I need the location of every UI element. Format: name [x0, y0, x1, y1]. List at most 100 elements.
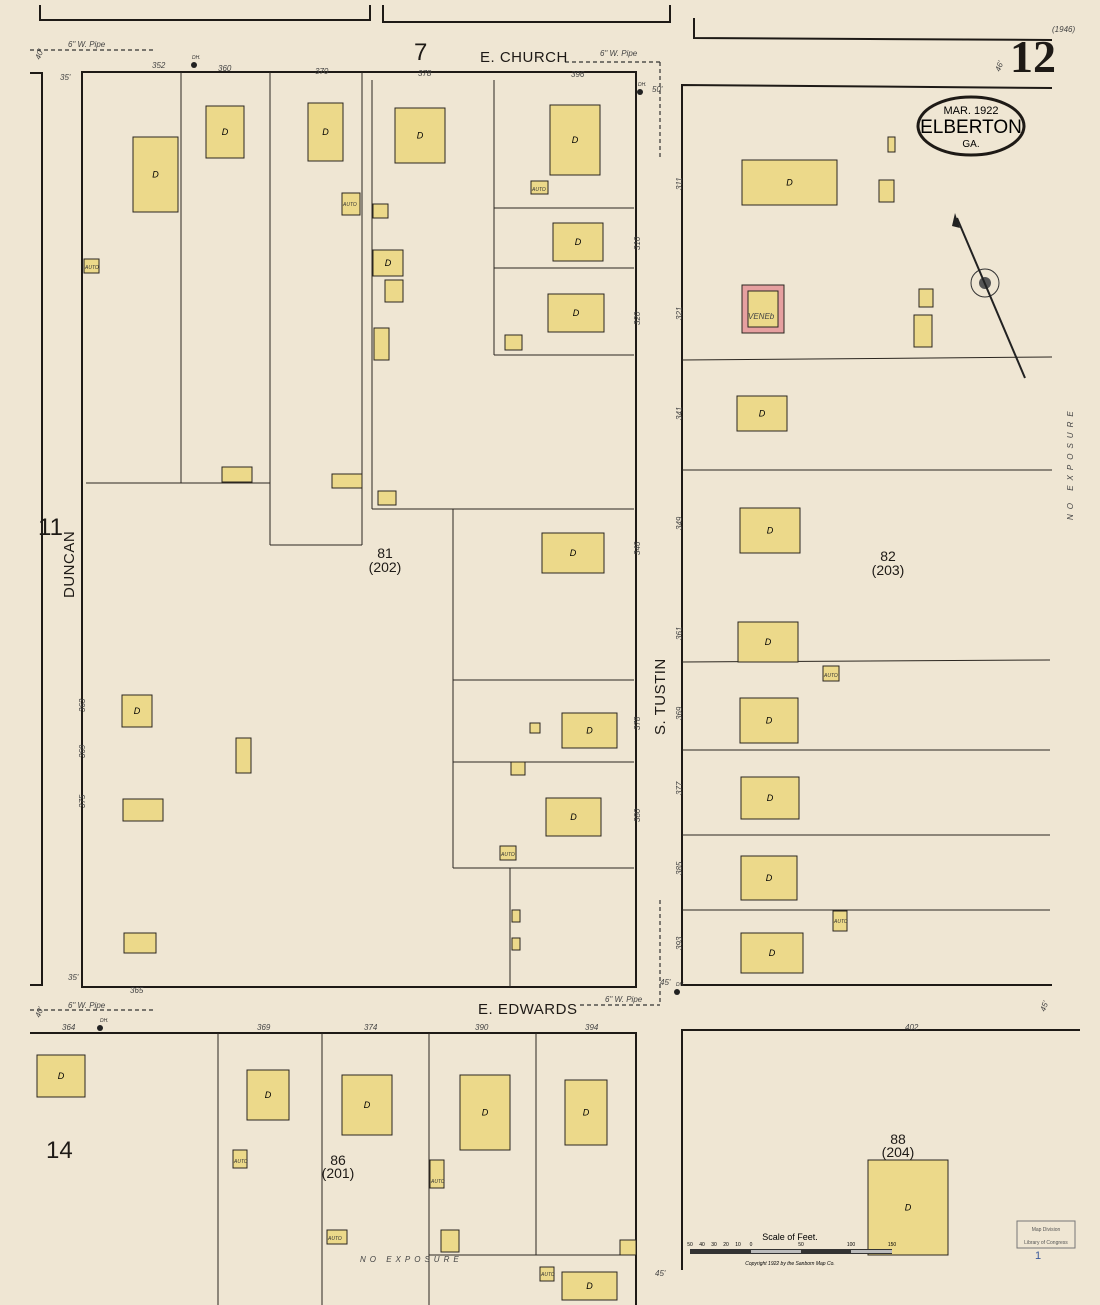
frame-building	[822, 665, 840, 682]
scale-tick-label: 100	[847, 1242, 856, 1248]
house-number: 375	[78, 794, 87, 808]
block-numbers: 81 (202) 82 (203) 86 (201) 88 (204)	[322, 545, 915, 1181]
frame-building	[372, 203, 389, 219]
frame-building	[326, 1229, 348, 1245]
dwelling-label: D	[575, 237, 582, 247]
svg-text:50': 50'	[652, 85, 663, 94]
house-number: 377	[675, 781, 684, 795]
dwelling-label: D	[385, 258, 392, 268]
house-number: 364	[62, 1023, 76, 1032]
dwelling-label: D	[573, 308, 580, 318]
svg-text:45': 45'	[655, 1269, 666, 1278]
frame-building	[246, 1069, 290, 1121]
frame-building	[504, 334, 523, 351]
auto-label: AUTO	[823, 673, 838, 679]
dwelling-label: D	[765, 637, 772, 647]
house-number: 369	[78, 744, 87, 758]
frame-building	[36, 1054, 86, 1098]
scale-tick-label: 10	[735, 1242, 741, 1248]
compass-rose-icon	[952, 213, 1026, 379]
block-ref: (201)	[322, 1165, 355, 1181]
frame-building	[205, 105, 245, 159]
scale-tick-label: 50	[687, 1242, 693, 1248]
auto-label: AUTO	[430, 1179, 445, 1185]
scale-tick-label: 150	[888, 1242, 897, 1248]
frame-building	[887, 136, 896, 153]
dwelling-label: D	[586, 726, 593, 736]
frame-building	[545, 797, 602, 837]
frame-building	[331, 473, 363, 489]
house-number: 378	[418, 69, 432, 78]
cartouche-state: GA.	[962, 139, 979, 150]
svg-text:6" W. Pipe: 6" W. Pipe	[605, 995, 643, 1004]
house-number: 320	[633, 311, 642, 325]
svg-text:45': 45'	[1038, 999, 1050, 1012]
frame-building	[530, 180, 549, 195]
frame-building	[541, 532, 605, 574]
auto-label: AUTO	[327, 1236, 342, 1242]
frame-building	[307, 102, 344, 162]
frame-building	[867, 1159, 949, 1256]
scale-tick-label: 30	[711, 1242, 717, 1248]
frame-building	[510, 761, 526, 776]
water-pipes	[30, 49, 661, 1011]
svg-text:NO EXPOSURE: NO EXPOSURE	[1066, 406, 1075, 520]
frame-building	[459, 1074, 511, 1151]
frame-building	[132, 136, 179, 213]
cartouche: MAR. 1922 ELBERTON GA.	[916, 95, 1026, 157]
frame-building	[232, 1149, 248, 1169]
svg-text:Map Division: Map Division	[1032, 1227, 1061, 1233]
width-labels: 35' 35' 50' 40' 46' 40' 45' 45' 45' 6" W…	[33, 40, 1075, 1278]
hydrant-label: DH.	[676, 982, 685, 988]
hydrant-icon	[674, 989, 680, 995]
frame-building	[372, 249, 404, 277]
frame-building	[561, 1271, 618, 1301]
hydrant-label: DH.	[638, 82, 647, 88]
dwelling-label: D	[759, 409, 766, 419]
house-number: 370	[315, 67, 329, 76]
frame-building	[736, 395, 788, 432]
block-number: 86	[330, 1152, 346, 1168]
frame-building	[235, 737, 252, 774]
dwelling-label: D	[583, 1108, 590, 1118]
dwelling-label: D	[417, 131, 424, 141]
svg-text:35': 35'	[68, 973, 79, 982]
svg-text:40': 40'	[33, 1005, 45, 1018]
frame-building	[549, 104, 601, 176]
frame-building	[373, 327, 390, 361]
svg-text:6" W. Pipe: 6" W. Pipe	[600, 49, 638, 58]
house-number: 363	[78, 698, 87, 712]
frame-building	[529, 722, 541, 734]
adjoining-sheet-west: 11	[38, 514, 63, 541]
street-label-duncan: DUNCAN	[61, 531, 78, 598]
frame-building	[547, 293, 605, 333]
house-number: 378	[633, 716, 642, 730]
frame-building	[341, 192, 361, 216]
frame-building	[499, 845, 517, 861]
scale-tick-label: 50	[798, 1242, 804, 1248]
dwelling-label: D	[570, 812, 577, 822]
frame-building	[123, 932, 157, 954]
scale-tick-label: 40	[699, 1242, 705, 1248]
svg-text:Library of Congress: Library of Congress	[1024, 1240, 1068, 1246]
house-number: 361	[675, 627, 684, 640]
auto-garage-labels: AUTO AUTO AUTO AUTO AUTO AUTO AUTO AUTO …	[84, 187, 848, 1278]
dwelling-label: D	[152, 170, 159, 180]
svg-text:VENEb: VENEb	[748, 312, 775, 321]
house-number: 380	[633, 808, 642, 822]
frame-building	[121, 694, 153, 728]
block-ref: (202)	[369, 559, 402, 575]
frame-building	[122, 798, 164, 822]
svg-text:46': 46'	[993, 59, 1005, 72]
house-number: 352	[152, 61, 166, 70]
dwelling-label: D	[766, 716, 773, 726]
dwelling-label: D	[364, 1100, 371, 1110]
sheet-index-ref: (1946)	[1052, 25, 1075, 34]
dwelling-label: D	[265, 1090, 272, 1100]
svg-text:6" W. Pipe: 6" W. Pipe	[68, 40, 106, 49]
frame-building	[913, 314, 933, 348]
house-number: 311	[675, 177, 684, 190]
auto-label: AUTO	[531, 187, 546, 193]
house-number: 369	[675, 706, 684, 720]
